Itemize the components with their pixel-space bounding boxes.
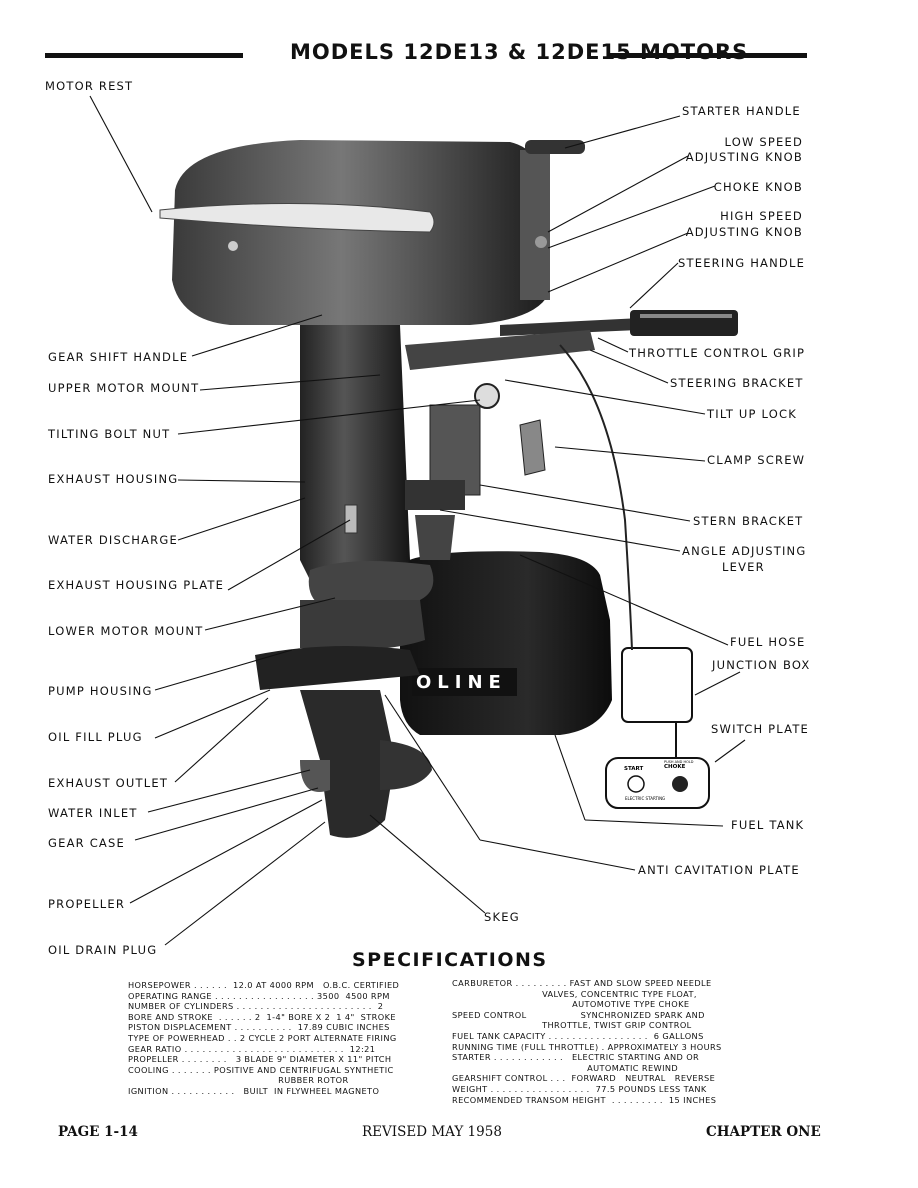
label-starter-handle: STARTER HANDLE [682, 104, 801, 118]
label-high-speed-knob: ADJUSTING KNOB [685, 225, 803, 239]
label-gear-case: GEAR CASE [48, 836, 125, 850]
label-tilt-up-lock: TILT UP LOCK [707, 407, 797, 421]
label-fuel-tank: FUEL TANK [731, 818, 805, 832]
gear-case-shape [255, 646, 432, 838]
stern-bracket-shape [405, 330, 595, 560]
label-motor-rest: MOTOR REST [45, 79, 134, 93]
fuel-hose-shape [559, 344, 633, 651]
label-throttle-control-grip: THROTTLE CONTROL GRIP [629, 346, 806, 360]
specifications-title: SPECIFICATIONS [352, 949, 548, 971]
switch-push-text: PUSH AND HOLD [664, 760, 694, 764]
label-water-discharge: WATER DISCHARGE [48, 533, 178, 547]
switch-bottom-text: ELECTRIC STARTING [625, 796, 665, 801]
label-low-speed: LOW SPEED [724, 135, 803, 149]
switch-start-text: START [624, 766, 644, 772]
label-switch-plate: SWITCH PLATE [711, 722, 810, 736]
label-gear-shift-handle: GEAR SHIFT HANDLE [48, 350, 189, 364]
motor-hood-shape [159, 140, 585, 325]
label-exhaust-outlet: EXHAUST OUTLET [48, 776, 169, 790]
specs-left-column: HORSEPOWER . . . . . . 12.0 AT 4000 RPM … [128, 980, 400, 1096]
footer-revised: REVISED MAY 1958 [362, 1124, 502, 1140]
page-title: MODELS 12DE13 & 12DE15 MOTORS [290, 40, 749, 64]
header: MODELS 12DE13 & 12DE15 MOTORS [45, 40, 807, 70]
label-pump-housing: PUMP HOUSING [48, 684, 153, 698]
tank-brand-text: OLINE [416, 672, 507, 693]
label-high-speed: HIGH SPEED [720, 209, 803, 223]
label-low-speed-knob: ADJUSTING KNOB [685, 150, 803, 164]
label-oil-drain-plug: OIL DRAIN PLUG [48, 943, 158, 957]
label-angle-adjusting: ANGLE ADJUSTING [682, 544, 807, 558]
label-water-inlet: WATER INLET [48, 806, 138, 820]
label-junction-box: JUNCTION BOX [712, 658, 811, 672]
label-choke-knob: CHOKE KNOB [713, 180, 803, 194]
fuel-tank-shape: OLINE [400, 551, 612, 735]
label-anti-cavitation-plate: ANTI CAVITATION PLATE [638, 863, 800, 877]
header-rule-left [45, 53, 243, 58]
steering-handle-shape [500, 310, 738, 336]
leader-lines [89, 95, 746, 946]
specs-right-column: CARBURETOR . . . . . . . . . FAST AND SL… [452, 978, 722, 1105]
exhaust-housing-shape [300, 325, 434, 651]
label-exhaust-housing: EXHAUST HOUSING [48, 472, 179, 486]
footer-chapter: CHAPTER ONE [706, 1124, 821, 1140]
label-skeg: SKEG [484, 910, 520, 924]
label-tilting-bolt-nut: TILTING BOLT NUT [48, 427, 171, 441]
label-clamp-screw: CLAMP SCREW [707, 453, 806, 467]
switch-plate-shape: START CHOKE PUSH AND HOLD ELECTRIC START… [605, 757, 710, 809]
label-lower-motor-mount: LOWER MOTOR MOUNT [48, 624, 204, 638]
label-oil-fill-plug: OIL FILL PLUG [48, 730, 143, 744]
label-propeller: PROPELLER [48, 897, 126, 911]
label-fuel-hose: FUEL HOSE [730, 635, 806, 649]
switch-choke-text: CHOKE [664, 764, 686, 770]
junction-box-shape [621, 647, 693, 760]
header-rule-right [610, 53, 807, 58]
label-steering-handle: STEERING HANDLE [678, 256, 806, 270]
label-angle-adjusting-lever: LEVER [722, 560, 765, 574]
label-stern-bracket: STERN BRACKET [693, 514, 804, 528]
footer-page-number: PAGE 1-14 [58, 1124, 138, 1140]
label-steering-bracket: STEERING BRACKET [670, 376, 804, 390]
label-upper-motor-mount: UPPER MOTOR MOUNT [48, 381, 200, 395]
label-exhaust-housing-plate: EXHAUST HOUSING PLATE [48, 578, 225, 592]
